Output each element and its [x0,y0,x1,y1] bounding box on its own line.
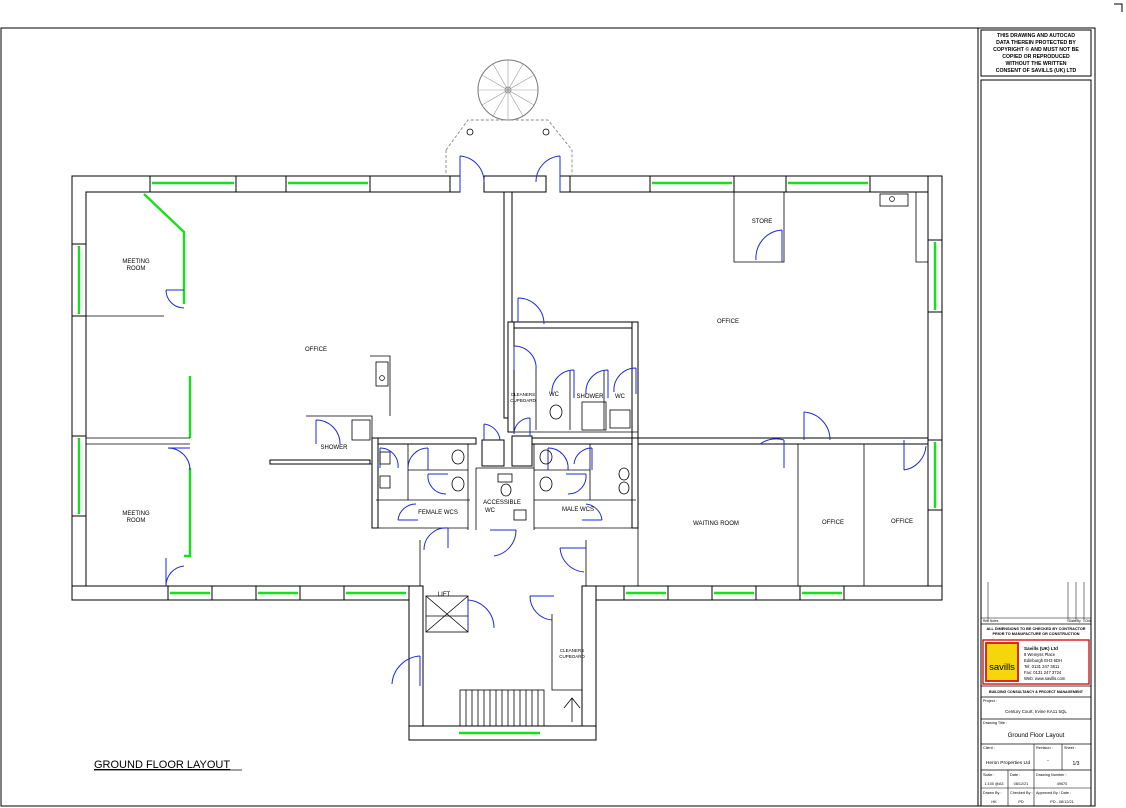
staircase [459,689,581,727]
drawing-title-label: Drawing Title : [983,721,1007,725]
sanitary-fixtures [351,193,909,521]
client-label: Client : [983,746,995,750]
label-cleaners-cupboard-bottom-2: CUPBOARD [559,654,585,659]
rev-header-rev: Rev [983,619,989,623]
company-line-4: Tel: 0131 247 3811 [1024,664,1060,669]
label-female-wcs: FEMALE WCS [418,510,458,516]
label-male-wcs: MALE WCS [562,507,594,513]
windows [77,181,937,735]
drawing-number-value: 49670 [1057,782,1068,786]
label-meeting-room-top-2: ROOM [127,266,146,272]
sheet-border [0,27,1096,807]
label-office-small-1: OFFICE [822,520,844,526]
scale-label: Scale : [983,773,995,777]
label-office-right: OFFICE [717,319,739,325]
entrance-canopy [445,119,573,176]
label-shower-right: SHOWER [577,394,605,400]
label-lift: LIFT [438,592,451,598]
label-store: STORE [752,219,773,225]
savills-logo [985,642,1019,682]
label-accessible-wc-1: ACCESSIBLE [483,500,521,506]
corner-mark [1114,3,1123,12]
rev-header-by: By [1077,619,1081,623]
revision-value: - [1047,758,1049,764]
label-office-left: OFFICE [305,347,327,353]
project-label: Project : [983,699,997,703]
checked-value: PD [1018,800,1024,804]
label-accessible-wc-2: WC [485,508,496,514]
label-meeting-room-top-1: MEETING [122,259,150,265]
label-shower-left: SHOWER [321,445,349,451]
warning-line-2: PRIOR TO MANUFACTURE OR CONSTRUCTION [992,632,1079,636]
label-cleaners-cupboard-top-2: CUPBOARD [510,398,536,403]
drawn-label: Drawn By : [983,791,1002,795]
copyright-line-1: THIS DRAWING AND AUTOCAD [997,33,1075,39]
savills-logo-text: savills [989,662,1015,673]
scale-value: 1:100 @A3 [984,782,1003,786]
company-line-6: Web: www.savills.com [1024,676,1066,681]
date-value: 08/12/21 [1014,782,1029,786]
company-line-2: 8 Wemyss Place [1024,652,1056,657]
client-value: Heron Properties Ltd [986,760,1031,766]
rev-header-chk: Chk [1085,619,1091,623]
label-wc-2: WC [615,394,626,400]
room-labels: MEETING ROOM MEETING ROOM OFFICE OFFICE … [122,219,913,659]
label-meeting-room-bottom-1: MEETING [122,511,150,517]
label-meeting-room-bottom-2: ROOM [127,518,146,524]
copyright-line-4: COPIED OR REPRODUCED [1002,54,1070,60]
drawing-number-label: Drawing Number : [1036,773,1067,777]
copyright-line-6: CONSENT OF SAVILLS (UK) LTD [996,68,1077,74]
rev-header-date: Date [1069,619,1076,623]
rev-header-notes: Notes [990,619,999,623]
drawing-title-value: Ground Floor Layout [1008,732,1065,739]
company-line-3: Edinburgh EH3 6DH [1024,658,1062,663]
warning-line-1: ALL DIMENSIONS TO BE CHECKED BY CONTRACT… [986,627,1085,631]
copyright-line-5: WITHOUT THE WRITTEN [1005,61,1066,67]
company-line-5: Fax: 0131 247 3724 [1024,670,1062,675]
label-waiting-room: WAITING ROOM [693,521,739,527]
label-office-small-2: OFFICE [891,519,913,525]
drawn-value: HK [991,800,997,804]
doors [165,155,927,686]
sheet-label: Sheet : [1064,746,1076,750]
spiral-staircase [477,59,539,121]
label-cleaners-cupboard-bottom-1: CLEANERS [560,648,584,653]
label-wc-1: WC [549,392,560,398]
copyright-line-2: DATA THEREIN PROTECTED BY [996,40,1076,46]
checked-label: Checked By : [1010,791,1033,795]
project-value: Century Court, Irvine KA11 5QL [1005,709,1067,714]
approved-value: PD - 08/12/21 [1050,800,1073,804]
date-label: Date : [1010,773,1020,777]
company-line-1: Savills (UK) Ltd [1024,646,1058,651]
building-walls [71,175,943,741]
title-block: THIS DRAWING AND AUTOCAD DATA THEREIN PR… [977,28,1092,807]
revision-label: Revision : [1036,746,1053,750]
label-cleaners-cupboard-top-1: CLEANERS [511,392,535,397]
internal-walls [86,191,929,727]
copyright-line-3: COPYRIGHT © AND MUST NOT BE [993,46,1079,53]
department: BUILDING CONSULTANCY & PROJECT MANAGEMEN… [989,690,1084,694]
drawing-title: GROUND FLOOR LAYOUT [94,759,230,771]
sheet-value: 1/3 [1073,761,1080,767]
approved-label: Approved By / Date : [1036,791,1071,795]
